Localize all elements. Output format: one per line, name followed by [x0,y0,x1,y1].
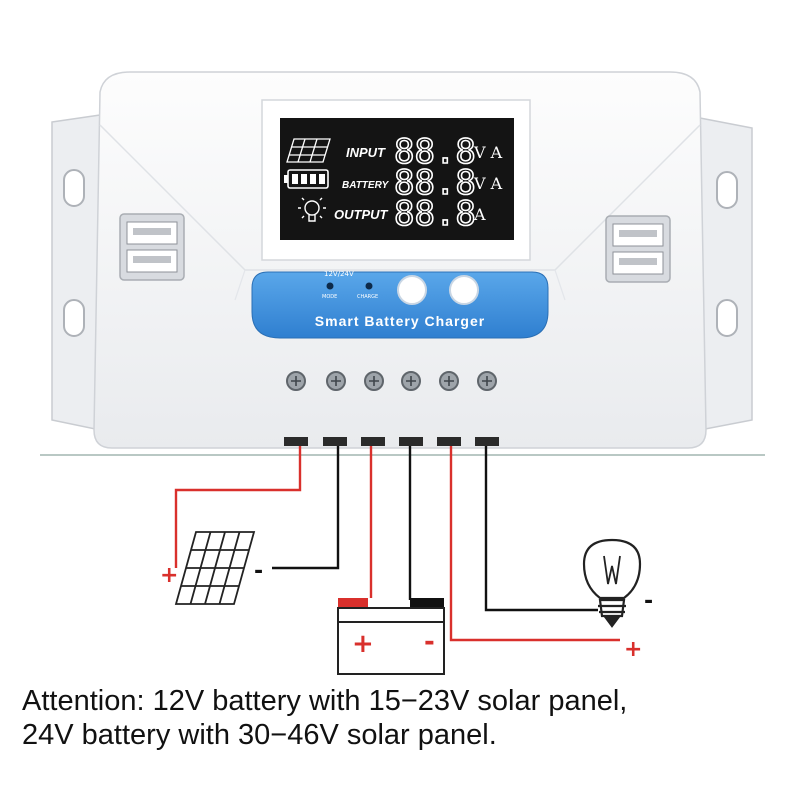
terminal-screw [401,371,421,391]
menu-button-left[interactable] [397,275,427,305]
charge-led [365,282,373,290]
battery-level-icon [284,169,329,189]
attention-line-2: 24V battery with 30−46V solar panel. [22,719,497,751]
mode-led-label: MODE [322,294,337,300]
bulb-icon [298,197,326,222]
solar-positive-wire [174,446,302,568]
wiring [174,446,620,642]
lcd-input-value: 88.8 [394,132,476,172]
lcd-output-value: 88.8 [394,194,476,234]
mode-led [326,282,334,290]
lamp-icon [582,538,642,628]
terminal-screw [286,371,306,391]
terminal-sockets [284,437,499,446]
menu-button-right[interactable] [449,275,479,305]
terminal-screw [364,371,384,391]
lcd-output-unit: A [473,205,486,224]
terminal-screw [439,371,459,391]
lamp-minus-sign: - [644,589,653,614]
lcd-battery-value: 88.8 [394,163,476,203]
left-mounting-ear [51,114,101,431]
battery-icon [337,598,445,675]
lcd-output-label: OUTPUT [334,207,389,222]
solar-negative-wire [272,446,340,570]
solar-minus-sign: - [254,559,263,584]
lcd-battery-label: BATTERY [342,180,390,191]
terminal-screw [326,371,346,391]
right-usb-ports [605,215,671,283]
battery-plus-sign: + [352,629,374,659]
attention-note: Attention: 12V battery with 15−23V solar… [22,684,792,752]
solar-panel-icon-large [174,531,256,605]
lcd-input-label: INPUT [346,145,386,160]
load-positive-wire [449,446,620,642]
attention-line-1: Attention: 12V battery with 15−23V solar… [22,685,628,717]
brand-label: Smart Battery Charger [315,313,485,329]
terminal-screw [477,371,497,391]
control-panel: 12V/24V MODE CHARGE Smart Battery Charge… [251,270,549,339]
solar-plus-sign: + [160,563,178,588]
lcd-input-unit: V A [473,143,503,162]
right-mounting-ear [699,117,753,431]
solar-panel-icon [286,138,331,163]
terminal-screws [286,371,497,391]
left-usb-ports [119,213,185,281]
lamp-plus-sign: + [624,637,642,662]
battery-minus-sign: - [424,627,435,657]
load-negative-wire [484,446,598,612]
charge-led-label: CHARGE [357,294,378,300]
voltage-label: 12V/24V [324,270,354,278]
lcd-battery-unit: V A [473,174,503,193]
